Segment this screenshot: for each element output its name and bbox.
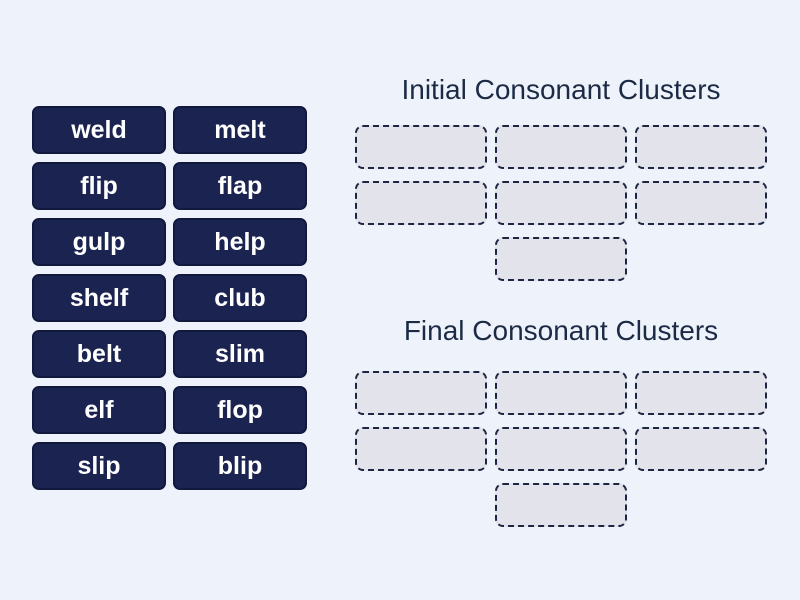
drop-slot[interactable]: [495, 427, 627, 471]
section-final-consonant-clusters: Final Consonant Clusters: [355, 315, 767, 527]
section-title: Initial Consonant Clusters: [401, 74, 721, 105]
drop-slot[interactable]: [355, 427, 487, 471]
initial-slot-grid: [355, 125, 767, 281]
drop-slot[interactable]: [635, 427, 767, 471]
drop-slot[interactable]: [495, 181, 627, 225]
drop-slot[interactable]: [495, 483, 627, 527]
drop-slot[interactable]: [355, 371, 487, 415]
word-tile[interactable]: belt: [32, 330, 166, 378]
section-title: Final Consonant Clusters: [403, 315, 719, 346]
drop-slot[interactable]: [355, 125, 487, 169]
final-slot-grid: [355, 371, 767, 527]
word-tile[interactable]: gulp: [32, 218, 166, 266]
word-tile[interactable]: melt: [173, 106, 307, 154]
drop-slot[interactable]: [355, 181, 487, 225]
word-tile[interactable]: elf: [32, 386, 166, 434]
word-tile[interactable]: weld: [32, 106, 166, 154]
word-tile[interactable]: blip: [173, 442, 307, 490]
word-tile[interactable]: flap: [173, 162, 307, 210]
drop-slot[interactable]: [495, 125, 627, 169]
word-tile[interactable]: club: [173, 274, 307, 322]
word-tile[interactable]: flip: [32, 162, 166, 210]
drop-slot[interactable]: [635, 181, 767, 225]
word-bank: weld melt flip flap gulp help shelf club…: [32, 106, 307, 490]
word-tile[interactable]: shelf: [32, 274, 166, 322]
word-tile[interactable]: flop: [173, 386, 307, 434]
section-initial-consonant-clusters: Initial Consonant Clusters: [355, 74, 767, 281]
drop-slot[interactable]: [635, 125, 767, 169]
drop-slot[interactable]: [635, 371, 767, 415]
word-tile[interactable]: slim: [173, 330, 307, 378]
drop-slot[interactable]: [495, 237, 627, 281]
drop-slot[interactable]: [495, 371, 627, 415]
word-tile[interactable]: slip: [32, 442, 166, 490]
word-tile[interactable]: help: [173, 218, 307, 266]
